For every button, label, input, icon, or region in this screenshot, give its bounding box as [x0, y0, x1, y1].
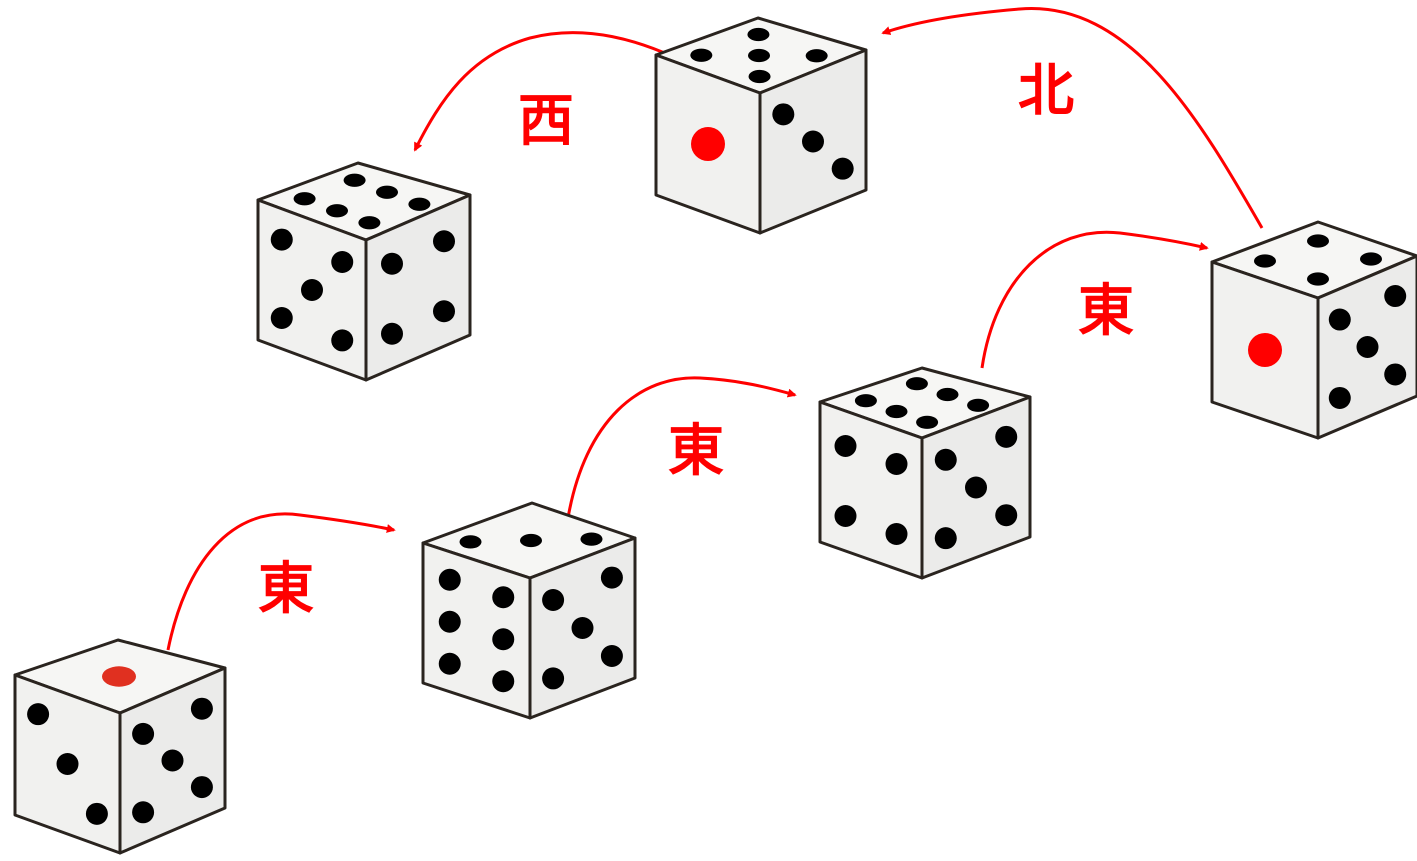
top-pip	[806, 49, 828, 62]
top-pip	[886, 405, 908, 418]
top-pip	[748, 49, 770, 62]
top-pip	[1307, 272, 1329, 285]
die-after-east-2	[820, 368, 1030, 578]
top-pip	[326, 204, 348, 217]
right-pip	[381, 323, 403, 345]
right-pip	[832, 158, 854, 180]
die-after-east-1	[423, 503, 635, 718]
right-pip	[132, 723, 154, 745]
right-pip	[772, 103, 794, 125]
left-pip	[886, 453, 908, 475]
left-pip	[492, 586, 514, 608]
left-pip	[86, 803, 108, 825]
right-pip	[132, 801, 154, 823]
right-pip	[542, 589, 564, 611]
left-pip	[835, 435, 857, 457]
top-pip	[747, 28, 769, 41]
label-east-2: 東	[668, 419, 724, 484]
right-pip	[433, 300, 455, 322]
top-pip	[1307, 234, 1329, 247]
top-pip	[294, 192, 316, 205]
left-pip	[439, 611, 461, 633]
top-pip	[906, 377, 928, 390]
left-pip	[886, 523, 908, 545]
left-pip	[492, 670, 514, 692]
right-pip	[935, 527, 957, 549]
left-pip	[57, 753, 79, 775]
left-pip	[27, 703, 49, 725]
right-pip	[191, 776, 213, 798]
left-pip	[331, 251, 353, 273]
left-pip	[271, 307, 293, 329]
top-pip	[580, 533, 602, 546]
top-pip	[967, 399, 989, 412]
top-pip	[408, 198, 430, 211]
left-pip	[835, 505, 857, 527]
label-north: 北	[1018, 59, 1074, 124]
die-after-north	[656, 18, 866, 233]
right-pip	[1357, 336, 1379, 358]
right-pip	[1384, 285, 1406, 307]
left-pip	[271, 229, 293, 251]
right-pip	[381, 253, 403, 275]
right-pip	[995, 504, 1017, 526]
top-pip	[102, 666, 136, 686]
right-pip	[433, 230, 455, 252]
top-pip	[855, 394, 877, 407]
left-pip	[691, 127, 725, 161]
top-pip	[460, 535, 482, 548]
right-pip	[1329, 309, 1351, 331]
top-pip	[520, 534, 542, 547]
right-pip	[542, 667, 564, 689]
left-pip	[492, 628, 514, 650]
left-pip	[439, 653, 461, 675]
die-after-east-3	[1212, 222, 1417, 438]
die-after-west	[258, 163, 470, 380]
left-pip	[301, 279, 323, 301]
right-pip	[1329, 387, 1351, 409]
top-pip	[344, 174, 366, 187]
right-pip	[1384, 363, 1406, 385]
top-pip	[1254, 254, 1276, 267]
left-pip	[331, 329, 353, 351]
left-pip	[1248, 333, 1282, 367]
top-pip	[376, 186, 398, 199]
right-pip	[802, 131, 824, 153]
top-pip	[749, 70, 771, 83]
label-east-3: 東	[1078, 279, 1134, 344]
right-pip	[601, 567, 623, 589]
label-east-1: 東	[258, 557, 314, 622]
label-west: 西	[518, 89, 574, 154]
right-pip	[995, 426, 1017, 448]
left-pip	[439, 569, 461, 591]
right-pip	[572, 617, 594, 639]
right-pip	[965, 477, 987, 499]
right-pip	[162, 750, 184, 772]
top-pip	[916, 416, 938, 429]
top-pip	[358, 216, 380, 229]
top-pip	[690, 49, 712, 62]
right-pip	[935, 449, 957, 471]
right-pip	[601, 645, 623, 667]
right-pip	[191, 698, 213, 720]
top-pip	[937, 388, 959, 401]
die-start	[15, 640, 225, 853]
top-pip	[1360, 252, 1382, 265]
